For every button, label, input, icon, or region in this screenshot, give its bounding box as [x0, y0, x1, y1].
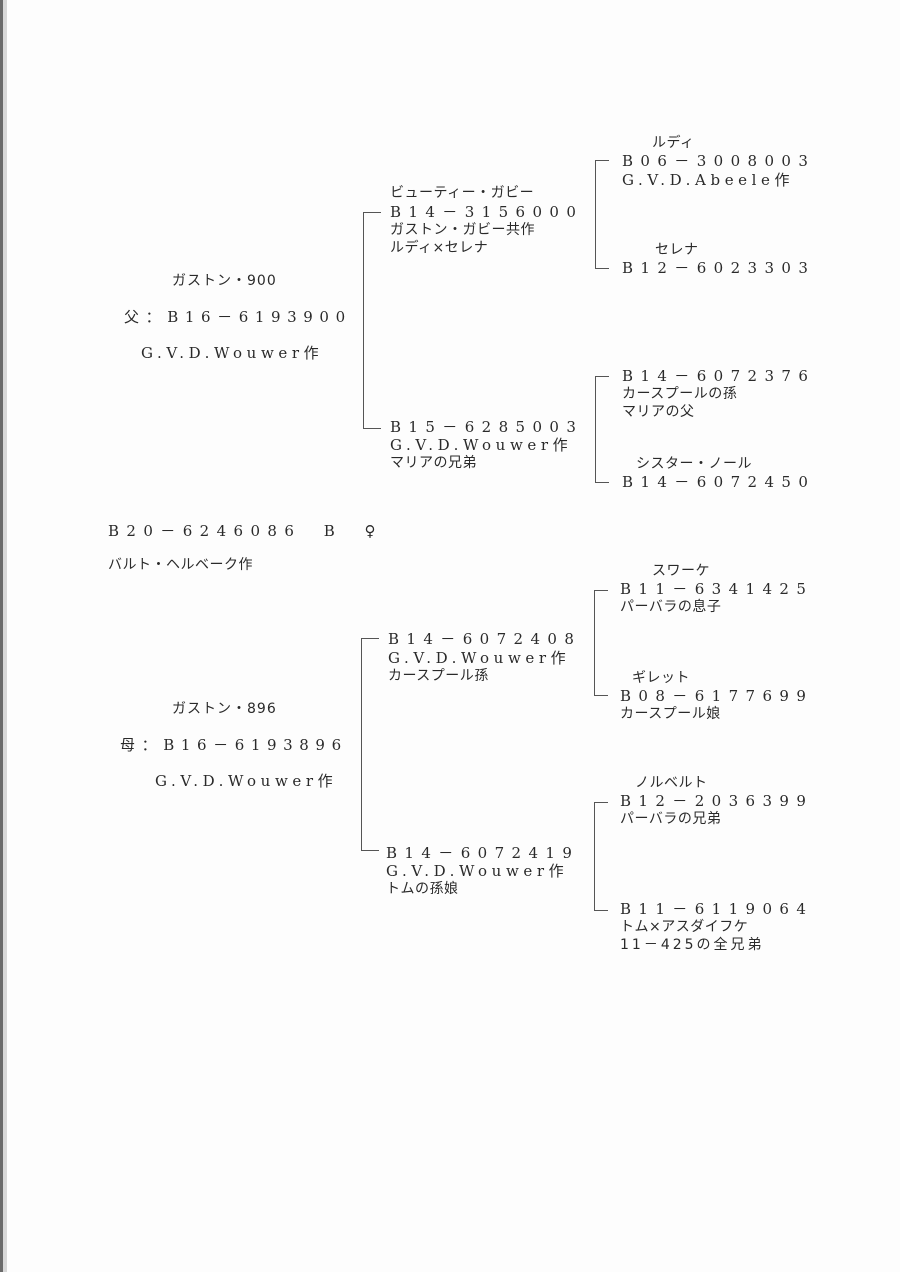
- sd-sire-note2: マリアの父: [622, 404, 695, 420]
- ss-dam-reg: B12－6023303: [622, 259, 816, 277]
- bracket-tick: [595, 160, 609, 161]
- ds-dam-note: カースプール娘: [620, 706, 721, 722]
- dam-dam-breeder: G.V.D.Wouwer作: [386, 862, 569, 880]
- scan-edge-shadow: [3, 0, 7, 1272]
- bracket-dam: [361, 638, 362, 850]
- dd-dam-reg: B11－6119064: [620, 900, 814, 918]
- subject-reg: B20－6246086 B ♀: [108, 522, 383, 540]
- dam-sire-note: カースプール孫: [388, 668, 489, 684]
- bracket-tick: [361, 638, 379, 639]
- bracket-tick: [594, 802, 608, 803]
- bracket-tick: [595, 268, 609, 269]
- bracket-tick: [594, 695, 608, 696]
- ds-sire-note: パーバラの息子: [620, 599, 722, 615]
- bracket-tick: [595, 376, 609, 377]
- sire-dam-breeder: G.V.D.Wouwer作: [390, 436, 573, 454]
- bracket-tick: [363, 428, 381, 429]
- scan-edge: [0, 0, 3, 1272]
- ds-dam-name: ギレット: [632, 670, 690, 686]
- dd-dam-note2: 11－425の全兄弟: [620, 937, 765, 953]
- sire-dam-note: マリアの兄弟: [390, 455, 477, 471]
- ds-dam-reg: B08－6177699: [620, 687, 814, 705]
- sd-sire-reg: B14－6072376: [622, 367, 816, 385]
- bracket-tick: [363, 212, 381, 213]
- ss-sire-breeder: G.V.D.Abeele作: [622, 171, 795, 189]
- ds-sire-reg: B11－6341425: [620, 580, 814, 598]
- dam-breeder: G.V.D.Wouwer作: [155, 772, 338, 790]
- dam-sire-reg: B14－6072408: [388, 630, 582, 648]
- ss-sire-name: ルディ: [652, 135, 695, 151]
- bracket-tick: [361, 850, 379, 851]
- bracket-sire: [363, 212, 364, 428]
- sire-reg: 父：B16－6193900: [124, 308, 352, 326]
- sire-sire-reg: B14－3156000: [390, 203, 584, 221]
- dam-name: ガストン・896: [172, 701, 277, 717]
- dam-dam-note: トムの孫娘: [386, 881, 459, 897]
- bracket-ss: [595, 160, 596, 268]
- bracket-dd: [594, 802, 595, 910]
- sd-dam-name: シスター・ノール: [636, 456, 752, 472]
- sd-dam-reg: B14－6072450: [622, 473, 816, 491]
- dam-reg: 母：B16－6193896: [120, 736, 348, 754]
- sire-breeder: G.V.D.Wouwer作: [141, 344, 324, 362]
- ds-sire-name: スワーケ: [652, 563, 710, 579]
- dd-sire-reg: B12－2036399: [620, 792, 814, 810]
- sire-sire-breeder: ガストン・ガビー共作: [390, 222, 535, 238]
- bracket-sd: [595, 376, 596, 482]
- dam-sire-breeder: G.V.D.Wouwer作: [388, 649, 571, 667]
- ss-sire-reg: B06－3008003: [622, 152, 816, 170]
- dd-sire-name: ノルベルト: [635, 775, 708, 791]
- sire-sire-name: ビューティー・ガビー: [390, 185, 535, 201]
- sire-name: ガストン・900: [172, 273, 277, 289]
- bracket-ds: [594, 590, 595, 695]
- sire-sire-note: ルディ×セレナ: [390, 240, 489, 256]
- dam-dam-reg: B14－6072419: [386, 844, 580, 862]
- ss-dam-name: セレナ: [655, 242, 699, 258]
- bracket-tick: [594, 910, 608, 911]
- sire-dam-reg: B15－6285003: [390, 418, 584, 436]
- subject-breeder: バルト・ヘルベーク作: [108, 557, 253, 573]
- bracket-tick: [595, 482, 609, 483]
- dd-dam-note1: トム×アスダイフケ: [620, 919, 749, 935]
- sd-sire-note1: カースプールの孫: [622, 386, 738, 402]
- bracket-tick: [594, 590, 608, 591]
- dd-sire-note: パーバラの兄弟: [620, 811, 722, 827]
